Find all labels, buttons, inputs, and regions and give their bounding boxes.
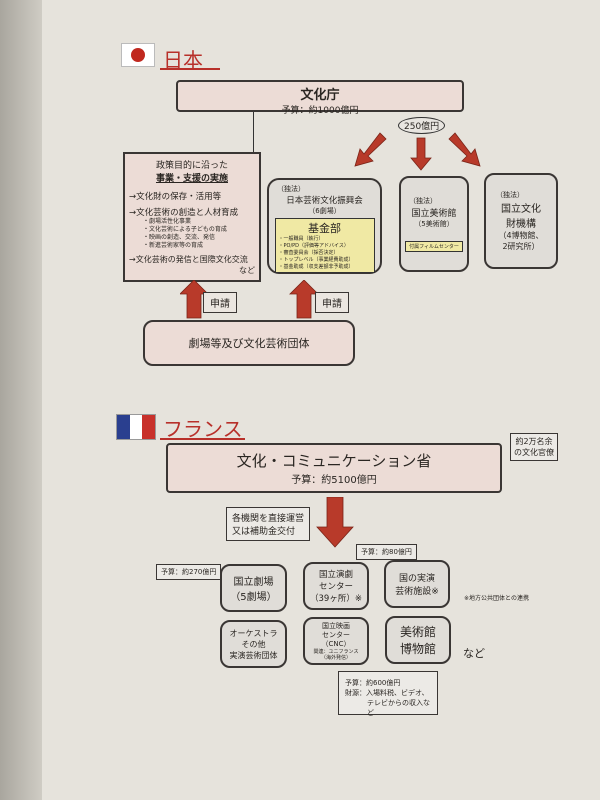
cnc-funding-2: テレビからの収入など — [367, 699, 430, 717]
cnc-funding: 財源：入場料税、ビデオ、 — [345, 689, 429, 697]
museum-name: 国立美術館 — [411, 209, 457, 219]
ministry-box: 文化・コミュニケーション省 予算：約5100億円 — [166, 443, 502, 493]
arrow-down — [316, 497, 354, 548]
policy-item: →文化芸術の発信と国際文化交流 — [129, 255, 248, 264]
fund-item: ・トップレベル（事業経費助成） — [278, 257, 354, 263]
cnc-line: （CNC） — [321, 639, 351, 648]
cnc-box: 国立映画センター（CNC） 関連：ユニフランス（海外発信） — [303, 617, 369, 665]
grant-amount: 250億円 — [398, 117, 446, 134]
fund-item: ・一般職員（執行） — [278, 236, 324, 242]
museum-sub: （5美術館） — [414, 220, 454, 228]
direct-line: 各機関を直接運営 — [232, 514, 305, 524]
perform-name-2: 芸術施設※ — [395, 587, 439, 597]
heritage-box: （独法） 国立文化 財機構 （4博物館、 2研究所） — [484, 173, 558, 269]
cnc-budget-callout: 予算：約600億円 財源：入場料税、ビデオ、 テレビからの収入など — [338, 671, 438, 717]
museum-box: （独法） 国立美術館 （5美術館） 付属フィルムセンター — [399, 176, 469, 272]
fund-item: ・PO/PD（評価等アドバイス） — [278, 243, 349, 249]
drama-name: 国立演劇 — [318, 570, 353, 580]
apply-arrows — [180, 280, 319, 319]
france-heading: フランス — [163, 417, 243, 441]
heritage-name: 国立文化 — [501, 204, 541, 215]
policy-box: 政策目的に沿った 事業・支援の実施 →文化財の保存・活用等 →文化芸術の創造と人… — [123, 152, 261, 282]
france-flag — [116, 414, 156, 440]
museums-line-2: 博物館 — [399, 642, 436, 656]
theatre-budget: 予算：約270億円 — [156, 564, 222, 580]
fund-box: 基金部 ・一般職員（執行） ・PO/PD（評価等アドバイス） ・審査委員会（採否… — [274, 218, 375, 273]
cnc-line: （海外発信） — [320, 654, 351, 661]
note: ※地方公共団体との連携 — [464, 595, 529, 602]
divider — [160, 438, 245, 440]
apply-label: 申請 — [203, 292, 237, 313]
heritage-sub-2: 2研究所） — [502, 242, 540, 251]
groups-box: 劇場等及び文化芸術団体 — [143, 320, 355, 366]
orchestra-line: オーケストラ — [229, 628, 278, 638]
direct-callout: 各機関を直接運営 又は補助金交付 — [226, 507, 311, 541]
policy-subitem: ・映画の創造、交流、発信 — [143, 234, 216, 241]
museum-tag: （独法） — [409, 197, 437, 205]
orchestra-line: 実演芸術団体 — [229, 650, 278, 660]
cnc-line: 関連：ユニフランス — [313, 648, 359, 655]
museums-box: 美術館博物館 — [385, 616, 451, 664]
council-box: （独法） 日本芸術文化振興会 （6劇場） 基金部 ・一般職員（執行） ・PO/P… — [267, 178, 382, 274]
agency-name: 文化庁 — [300, 88, 340, 103]
staff-line: 約2万名余 — [515, 437, 553, 446]
cnc-budget: 予算：約600億円 — [345, 679, 401, 687]
drama-box: 国立演劇センター （39ヶ所）※ — [303, 562, 369, 610]
apply-label: 申請 — [315, 292, 349, 313]
arrow-down — [410, 137, 432, 171]
theatre-sub: （5劇場） — [230, 592, 277, 603]
theatre-box: 国立劇場 （5劇場） — [220, 564, 287, 612]
policy-title-2: 事業・支援の実施 — [155, 174, 228, 184]
japan-flag — [121, 43, 155, 67]
background-edge — [0, 0, 42, 800]
council-sub: （6劇場） — [308, 207, 341, 215]
policy-subitem: ・文化芸術による子どもの育成 — [143, 226, 227, 233]
museums-line: 美術館 — [399, 625, 436, 639]
perform-name: 国の実演 — [398, 574, 435, 584]
ministry-name: 文化・コミュニケーション省 — [236, 452, 432, 470]
fund-title: 基金部 — [308, 222, 341, 235]
cnc-line: 国立映画 — [322, 621, 350, 630]
council-tag: （独法） — [277, 185, 305, 193]
groups-label: 劇場等及び文化芸術団体 — [188, 337, 310, 350]
orchestra-line: その他 — [241, 639, 266, 649]
distribution-arrows — [354, 132, 481, 171]
agency-budget: 予算：約1000億円 — [281, 106, 359, 116]
council-name: 日本芸術文化振興会 — [286, 196, 363, 206]
film-center: 付属フィルムセンター — [405, 241, 463, 252]
staff-line-2: の文化官僚 — [514, 448, 554, 457]
drama-name-2: センター — [318, 582, 353, 592]
policy-item: →文化財の保存・活用等 — [129, 192, 222, 202]
drama-sub: （39ヶ所）※ — [310, 594, 362, 604]
arrow-left — [354, 132, 387, 167]
heritage-sub: （4博物館、 — [498, 231, 544, 240]
direct-line-2: 又は補助金交付 — [232, 527, 296, 537]
cnc-line: センター — [322, 630, 350, 639]
policy-item: →文化芸術の創造と人材育成 — [129, 208, 239, 218]
fund-item: ・基金助成（収支差額非予助成） — [278, 264, 354, 270]
poster — [42, 0, 600, 800]
heritage-name-2: 財機構 — [506, 219, 536, 230]
arrow-right — [448, 132, 481, 167]
policy-title: 政策目的に沿った — [155, 161, 228, 171]
heritage-tag: （独法） — [496, 191, 524, 199]
perform-box: 国の実演芸術施設※ — [384, 560, 450, 608]
orchestra-box: オーケストラその他実演芸術団体 — [220, 620, 287, 668]
staff-callout: 約2万名余 の文化官僚 — [510, 433, 558, 461]
policy-subitem: ・新進芸術家等の育成 — [143, 242, 204, 249]
connector — [253, 112, 254, 152]
ministry-budget: 予算：約5100億円 — [291, 475, 377, 486]
etc-label: など — [463, 647, 485, 660]
policy-subitem: ・劇場活性化事業 — [143, 218, 192, 225]
theatre-name: 国立劇場 — [233, 577, 274, 588]
divider — [160, 68, 220, 70]
arrow-up — [289, 280, 319, 319]
drama-budget: 予算：約80億円 — [356, 544, 417, 560]
fund-item: ・審査委員会（採否決定） — [278, 250, 339, 256]
agency-box: 文化庁 予算：約1000億円 — [176, 80, 464, 116]
policy-etc: など — [239, 266, 255, 275]
